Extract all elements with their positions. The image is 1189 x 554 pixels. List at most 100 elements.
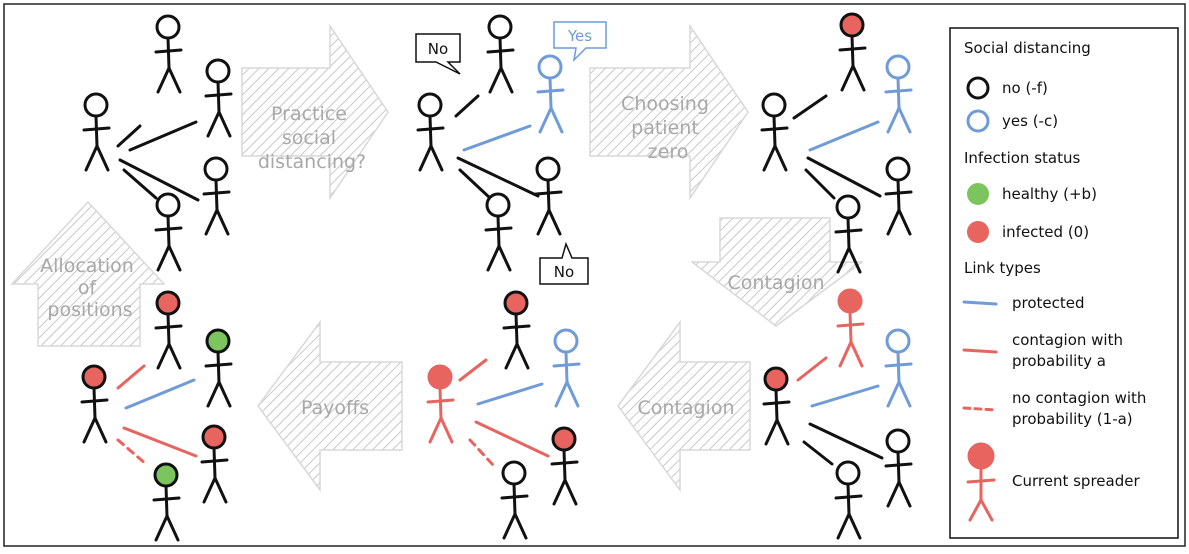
- spreader-figure: [426, 364, 455, 444]
- network-link: [476, 382, 544, 406]
- stick-figure: [760, 92, 789, 172]
- legend-spreader-label: Current spreader: [1012, 472, 1140, 490]
- arrow-label-line: zero: [648, 141, 689, 163]
- bubble-text: No: [428, 40, 448, 58]
- stick-figure: [152, 462, 181, 542]
- patient-zero-figure: [838, 12, 867, 92]
- network-link: [118, 158, 200, 202]
- stick-figure: [500, 460, 529, 540]
- stick-figure: [834, 194, 863, 274]
- arrow-label-line: of: [78, 277, 98, 299]
- arrow-practice-social-distancing: Practice social distancing?: [241, 23, 389, 201]
- network-link: [116, 364, 146, 390]
- stick-figure: [534, 156, 563, 236]
- legend-contagion-label: contagion with: [1012, 331, 1123, 349]
- arrow-label-line: distancing?: [258, 151, 366, 173]
- stick-figure: [416, 92, 445, 172]
- arrow-contagion-down: Contagion: [689, 217, 865, 327]
- network-link: [116, 438, 148, 466]
- legend-no-label: no (-f): [1002, 79, 1048, 97]
- arrow-label-line: Choosing: [621, 93, 709, 115]
- legend-contagion-line-icon: [962, 348, 998, 354]
- legend: Social distancing no (-f) yes (-c) Infec…: [949, 27, 1179, 539]
- network-link: [456, 156, 540, 198]
- legend-title-social-distancing: Social distancing: [964, 39, 1091, 57]
- stick-figure: [502, 290, 531, 370]
- network-link: [462, 124, 532, 152]
- network-link: [116, 124, 142, 148]
- network-link: [808, 120, 880, 152]
- stick-figure: [154, 192, 183, 272]
- legend-yes-label: yes (-c): [1002, 112, 1058, 130]
- network-link: [474, 420, 550, 458]
- arrow-label-line: Practice: [271, 103, 347, 125]
- stick-figure: [204, 328, 233, 408]
- svg-text:Practice social di: Practice social distancing?: [258, 103, 366, 173]
- network-link: [458, 168, 492, 200]
- legend-infected-label: infected (0): [1002, 223, 1089, 241]
- stick-figure: [884, 428, 913, 508]
- stick-figure: [486, 14, 515, 94]
- legend-infected-icon: [967, 221, 989, 243]
- stick-figure: [884, 54, 913, 134]
- outer-frame: [3, 3, 1186, 547]
- stick-figure: [154, 290, 183, 370]
- spreader-figure: [836, 288, 865, 368]
- arrow-choosing-patient-zero: Choosing patient zero: [589, 23, 749, 201]
- arrow-payoffs: Payoffs: [257, 319, 403, 493]
- speech-bubble-no-bottom: No: [539, 241, 589, 285]
- network-link: [128, 120, 198, 152]
- legend-healthy-label: healthy (+b): [1002, 185, 1097, 203]
- arrow-label-line: positions: [47, 299, 132, 321]
- bubble-text: Yes: [567, 27, 592, 45]
- legend-protected-label: protected: [1012, 294, 1085, 312]
- networks: [80, 12, 913, 542]
- stick-figure: [200, 424, 229, 504]
- svg-text:Allocation of posi: Allocation of positions: [40, 255, 140, 321]
- network-link: [792, 94, 828, 120]
- arrow-label: Payoffs: [301, 397, 369, 419]
- legend-no-contagion-line-icon: [962, 406, 998, 412]
- legend-no-contagion-label: no contagion with: [1012, 389, 1146, 407]
- speech-bubble-no-top: No: [415, 33, 461, 75]
- network-link: [802, 440, 834, 466]
- network-link: [122, 426, 198, 458]
- arrow-label-line: social: [282, 127, 336, 149]
- stick-figure: [82, 92, 111, 172]
- stick-figure: [154, 14, 183, 94]
- legend-title-infection: Infection status: [964, 149, 1080, 167]
- legend-title-link-types: Link types: [964, 259, 1041, 277]
- network-link: [454, 94, 480, 118]
- legend-contagion-label: probability a: [1012, 352, 1106, 370]
- arrow-label: Contagion: [727, 272, 824, 294]
- network-link: [122, 168, 158, 200]
- network-link: [808, 422, 884, 460]
- legend-healthy-icon: [967, 183, 989, 205]
- network-link: [468, 438, 496, 468]
- stick-figure: [762, 366, 791, 446]
- network-link: [806, 156, 882, 198]
- bubble-text: No: [554, 263, 574, 281]
- arrow-allocation-of-positions: Allocation of positions: [10, 200, 166, 347]
- legend-no-icon: [966, 76, 990, 100]
- legend-yes-icon: [966, 109, 990, 133]
- legend-protected-line-icon: [962, 300, 998, 306]
- stick-figure: [550, 426, 579, 506]
- arrow-contagion-left: Contagion: [617, 319, 751, 493]
- stick-figure: [536, 54, 565, 134]
- arrow-label: Contagion: [637, 397, 734, 419]
- stick-figure: [884, 156, 913, 236]
- network-link: [804, 168, 836, 200]
- network-link: [124, 378, 196, 410]
- arrow-label-line: Allocation: [40, 255, 134, 277]
- stick-figure: [204, 58, 233, 138]
- stick-figure: [552, 328, 581, 408]
- stick-figure: [484, 192, 513, 272]
- stick-figure: [884, 328, 913, 408]
- legend-no-contagion-label: probability (1-a): [1012, 410, 1133, 428]
- network-link: [796, 356, 828, 382]
- speech-bubble-yes-top: Yes: [553, 21, 607, 63]
- network-link: [810, 384, 880, 408]
